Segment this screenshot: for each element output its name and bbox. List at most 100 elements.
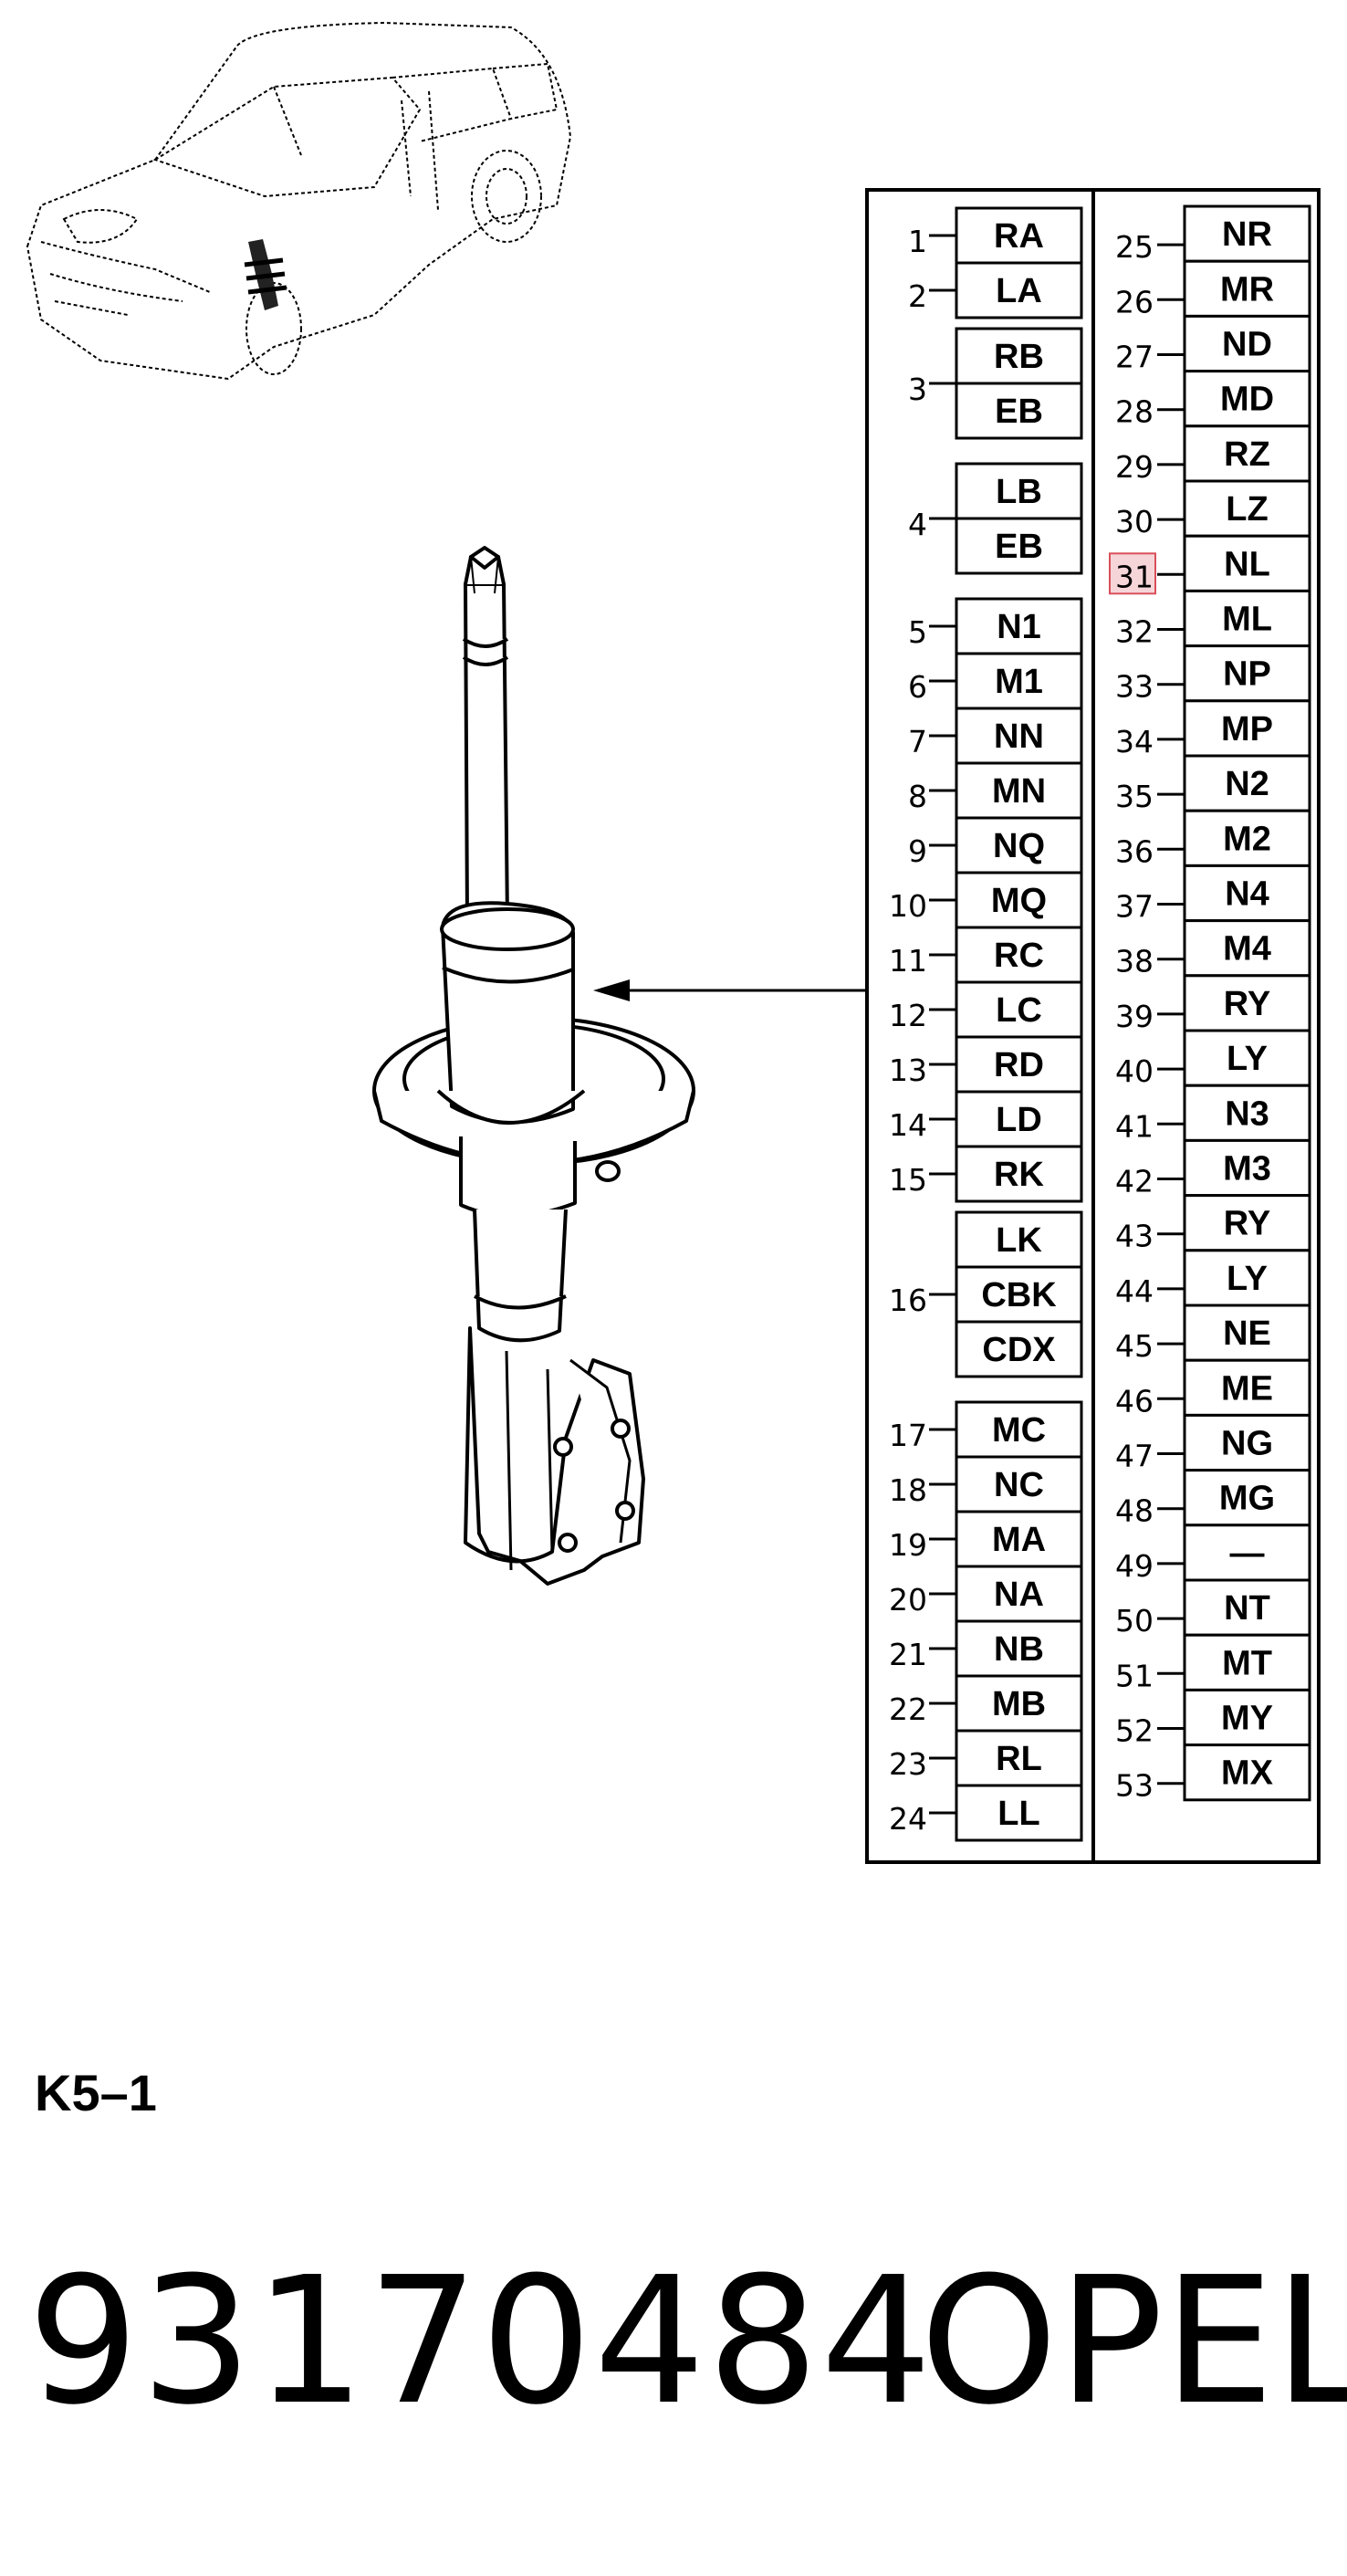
code-box [1183,1469,1311,1527]
position-number: 33 [1115,669,1154,705]
position-number: 10 [889,888,927,924]
code-box [1183,1249,1311,1307]
variant-code: RZ [1224,435,1270,474]
code-box [1183,1304,1311,1362]
position-number: 9 [908,833,927,869]
variant-code: EB [995,528,1043,566]
code-box [1183,259,1311,318]
variant-code: MX [1221,1754,1274,1793]
variant-code: LA [996,272,1042,310]
variant-code: CBK [981,1276,1057,1314]
variant-code: ML [1222,601,1272,639]
position-number: 34 [1115,724,1154,759]
variant-code: LL [997,1795,1039,1833]
code-box [1183,589,1311,648]
position-number: 6 [908,669,927,705]
code-box [1183,1358,1311,1417]
variant-code: NC [994,1466,1044,1504]
position-number: 40 [1115,1053,1154,1089]
right-entry: M2 36 [1115,809,1311,869]
position-number: 3 [908,372,927,407]
code-box [1183,370,1311,428]
code-box [1183,699,1311,758]
variant-code: LD [996,1101,1042,1139]
variant-code: — [1230,1534,1265,1573]
variant-code: MG [1219,1480,1275,1518]
code-box [1183,479,1311,538]
variant-code: LK [996,1221,1042,1260]
variant-table-right-column: NR25MR26ND27MD28RZ29LZ30NL31ML32NP33MP34… [1109,204,1311,1804]
variant-code: M2 [1223,820,1271,858]
left-entry: N15 [908,597,1083,655]
position-number: 4 [908,507,927,542]
code-box [955,597,1083,655]
variant-code: MT [1222,1644,1272,1682]
left-entry: LL 24 [889,1784,1083,1842]
position-number: 19 [889,1527,927,1563]
code-box [1183,204,1311,263]
position-number: 36 [1115,833,1154,869]
variant-code: LY [1227,1040,1268,1078]
variant-code: LC [996,991,1042,1030]
code-box [955,1035,1083,1094]
position-number: 46 [1115,1383,1154,1419]
left-entry: LA2 [908,261,1083,319]
position-number: 1 [908,224,927,259]
position-number: 20 [889,1582,927,1618]
position-number: 24 [889,1801,927,1837]
position-number: 13 [889,1052,927,1088]
variant-code: NP [1223,655,1271,694]
variant-code: MD [1220,381,1274,419]
variant-code: NL [1224,545,1270,583]
position-number: 50 [1115,1603,1154,1639]
position-number: 41 [1115,1108,1154,1144]
position-number: 45 [1115,1328,1154,1364]
position-number: 7 [908,724,927,759]
position-number: 44 [1115,1273,1154,1309]
right-entry: MD 28 [1115,370,1311,430]
position-number: 15 [889,1162,927,1198]
code-box [955,1510,1083,1568]
position-number: 28 [1115,394,1154,430]
position-number: 37 [1115,889,1154,925]
position-number: 52 [1115,1713,1154,1749]
part-number: 93170484 [27,2240,935,2444]
code-box [955,1090,1083,1148]
code-box [955,707,1083,765]
position-number: 21 [889,1637,927,1672]
variant-code: M3 [1223,1150,1271,1189]
code-box [955,652,1083,710]
position-number: 18 [889,1472,927,1508]
code-box [1183,809,1311,867]
callout-arrow [593,979,867,1001]
variant-code: RB [994,338,1044,376]
variant-code: MA [992,1521,1046,1559]
variant-code: LB [996,473,1042,511]
variant-code: ME [1221,1369,1273,1408]
position-number: 43 [1115,1219,1154,1254]
position-number: 35 [1115,779,1154,814]
variant-table-left-column: RA1LA2RBEB3LBEB4N15M16NN7MN8NQ9MQ10RC11L… [889,206,1083,1842]
position-number: 39 [1115,999,1154,1034]
strut-illustration [372,546,695,1586]
